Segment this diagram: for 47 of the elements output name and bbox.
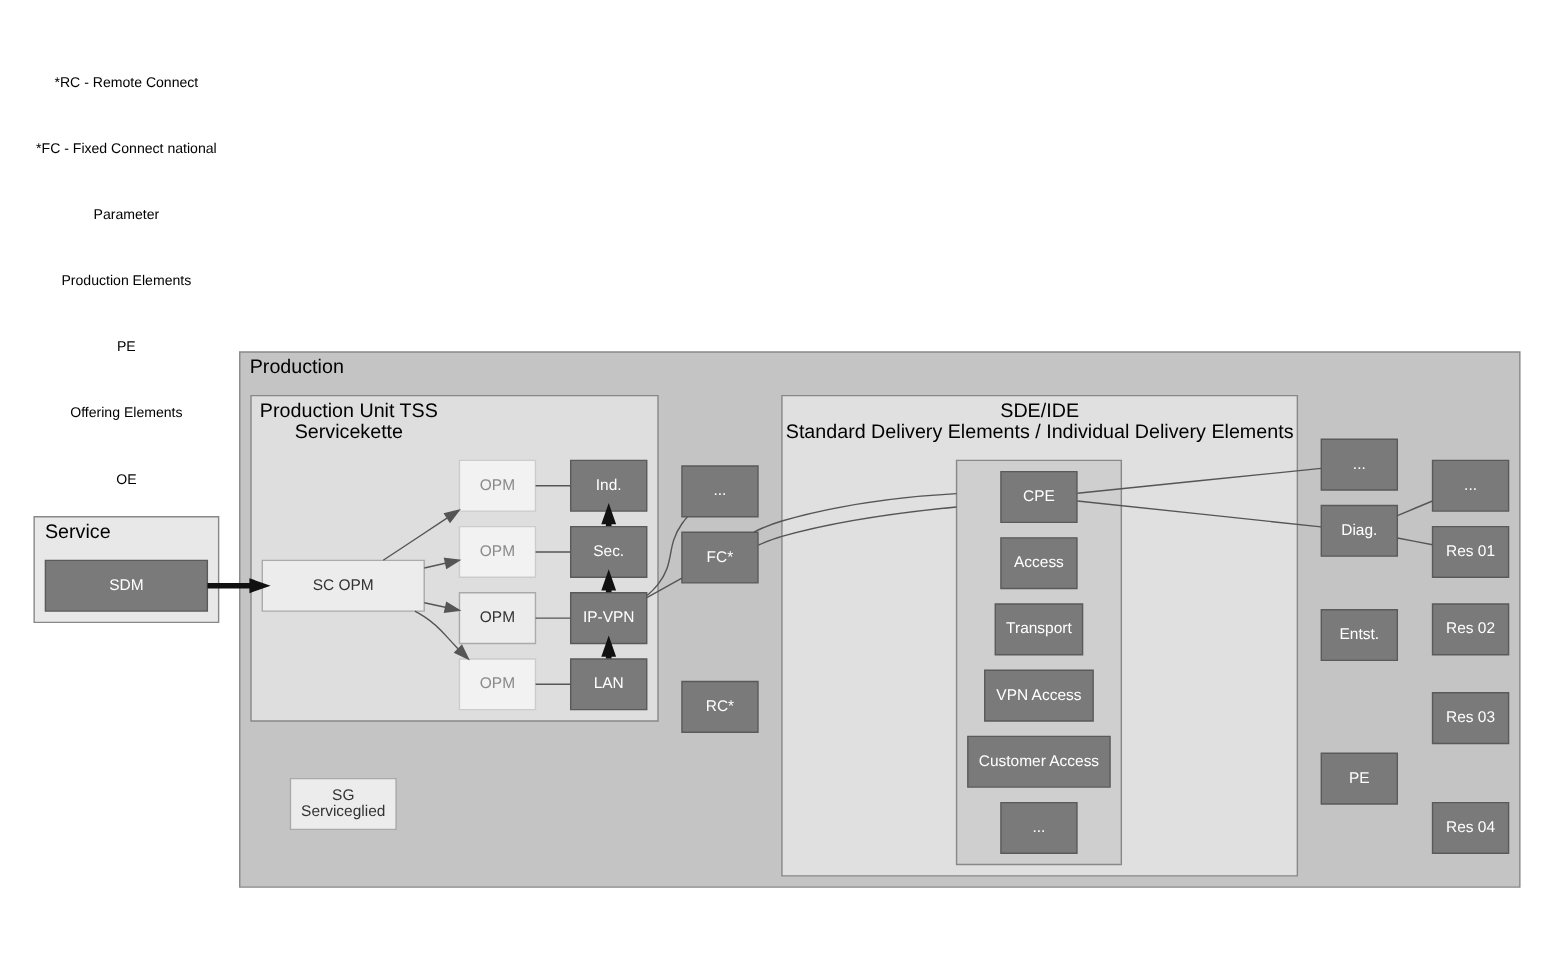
node-box: SG Serviceglied — [289, 777, 397, 831]
node-box: ... — [1320, 438, 1399, 491]
node-box: Entst. — [1320, 608, 1399, 662]
node-box: VPN Access — [984, 669, 1094, 722]
node-box: SDM — [44, 559, 209, 612]
arrow — [414, 610, 470, 661]
connector — [534, 551, 572, 553]
connector — [1076, 467, 1322, 494]
node-box: Res 03 — [1431, 692, 1510, 745]
connector — [534, 683, 572, 685]
node-box: Ind. — [570, 459, 648, 512]
node-box: ... — [1431, 459, 1510, 512]
node-box: OPM — [458, 592, 537, 645]
node-box: Customer Access — [967, 735, 1111, 788]
node-box: Res 02 — [1431, 603, 1510, 656]
arrow — [382, 508, 461, 561]
arrow — [207, 578, 271, 594]
arrow — [423, 557, 462, 570]
node-box: Sec. — [570, 525, 648, 578]
node-box: SC OPM — [261, 559, 425, 612]
cluster — [955, 459, 1123, 866]
node-box: Transport — [994, 603, 1084, 656]
node-box: PE — [1320, 752, 1399, 805]
connector — [1076, 500, 1322, 528]
node-box: OPM — [458, 658, 537, 711]
node-box: OPM — [458, 459, 537, 512]
connector — [753, 492, 958, 533]
connector — [1396, 500, 1434, 517]
node-box: Access — [1000, 537, 1078, 590]
connector — [534, 617, 572, 619]
node-box: Res 04 — [1431, 801, 1510, 854]
connector — [646, 577, 683, 599]
node-box: OPM — [458, 525, 537, 578]
node-box: Diag. — [1320, 504, 1399, 557]
node-box: CPE — [1000, 470, 1078, 524]
arrow — [423, 601, 462, 613]
node-box: ... — [681, 465, 759, 518]
node-box: LAN — [570, 658, 648, 711]
node-box: RC* — [681, 680, 759, 733]
connector — [1396, 537, 1434, 546]
node-box: Res 01 — [1431, 525, 1510, 578]
node-box: ... — [1000, 801, 1078, 854]
connector — [646, 516, 689, 597]
connector — [534, 485, 572, 487]
connector — [757, 506, 958, 546]
node-box: FC* — [681, 531, 759, 584]
node-box: IP-VPN — [570, 592, 648, 645]
